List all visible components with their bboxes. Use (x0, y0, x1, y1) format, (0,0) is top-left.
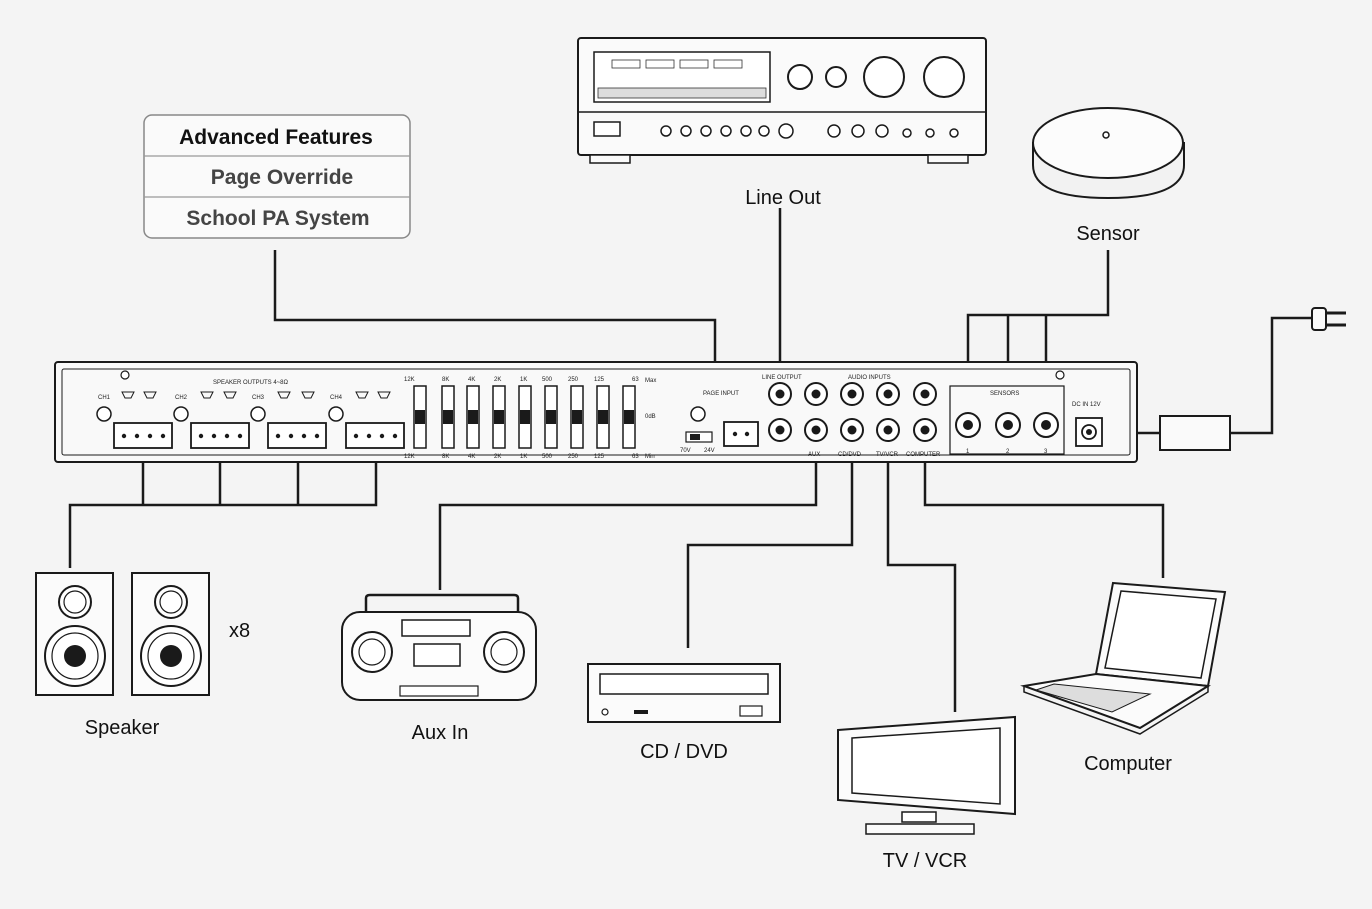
sensors-panel-label: SENSORS (990, 391, 1019, 397)
sensor-number-2: 2 (1006, 449, 1010, 455)
channel-knob-1 (96, 406, 112, 422)
eq-band-top-250: 250 (568, 377, 579, 383)
power-adapter (1159, 415, 1231, 451)
wire-cd-dvd (686, 432, 854, 648)
wire-tv-vcr (886, 432, 957, 712)
input-label-tv-vcr: TV/VCR (876, 452, 899, 458)
features-box-title: Advanced Features (179, 126, 373, 149)
eq-band-top-8k: 8K (442, 377, 449, 383)
eq-band-top-500: 500 (542, 377, 553, 383)
advanced-features-box: Advanced Features Page Override School P… (143, 114, 411, 239)
page-input-knob (690, 406, 706, 422)
aux-in-label: Aux In (412, 722, 469, 744)
eq-band-bottom-4k: 4K (468, 454, 475, 460)
sensor-number-3: 3 (1044, 449, 1048, 455)
wire-aux (438, 432, 818, 590)
eq-band-bottom-2k: 2K (494, 454, 501, 460)
tv-vcr-label: TV / VCR (883, 850, 967, 872)
receiver-knob-echo (787, 64, 813, 90)
speaker-count-label: x8 (229, 620, 250, 642)
computer-label: Computer (1084, 753, 1172, 775)
input-label-cd-dvd: CD/DVD (838, 452, 862, 458)
cd-dvd-device (587, 663, 781, 723)
eq-scale-min: Min (645, 454, 655, 460)
laptop-device (1020, 581, 1227, 735)
eq-scale-unit: 0dB (645, 414, 656, 420)
input-label-computer: COMPUTER (906, 452, 941, 458)
speaker-outputs-label: SPEAKER OUTPUTS 4~8Ω (213, 380, 289, 386)
eq-band-bottom-1k: 1K (520, 454, 527, 460)
eq-band-bottom-12k: 12K (404, 454, 415, 460)
eq-band-top-63: 63 (632, 377, 639, 383)
tv-device (837, 715, 1016, 835)
page-input-terminal (723, 421, 759, 447)
receiver-power-button (593, 121, 621, 137)
page-input-label: PAGE INPUT (703, 391, 739, 397)
channel-knob-3 (250, 406, 266, 422)
wire-power-plug (1230, 316, 1312, 435)
eq-band-bottom-500: 500 (542, 454, 553, 460)
cd-dvd-label: CD / DVD (640, 741, 728, 763)
speaker-left (35, 572, 114, 696)
wire-features-to-page-input (273, 250, 717, 392)
power-plug-icon (1311, 307, 1346, 331)
eq-band-bottom-250: 250 (568, 454, 579, 460)
voltage-70v-label: 70V (680, 448, 691, 454)
speaker-right (131, 572, 210, 696)
feature-school-pa: School PA System (186, 207, 369, 230)
channel-knob-4 (328, 406, 344, 422)
audio-inputs-label: AUDIO INPUTS (848, 375, 891, 381)
eq-slider-knobs (415, 410, 634, 424)
eq-band-top-12k: 12K (404, 377, 415, 383)
receiver-knob-music-vol (923, 56, 965, 98)
eq-band-top-2k: 2K (494, 377, 501, 383)
feature-page-override: Page Override (211, 166, 353, 189)
channel-label-3: CH3 (252, 395, 265, 401)
sensor-input-bay (949, 385, 1065, 455)
input-label-aux: AUX (808, 452, 820, 458)
speaker-label: Speaker (85, 717, 160, 739)
receiver-knob-mic-master (863, 56, 905, 98)
boombox-device (341, 593, 537, 701)
speaker-icons (121, 391, 391, 399)
channel-label-1: CH1 (98, 395, 111, 401)
wire-computer (923, 432, 1165, 578)
channel-label-2: CH2 (175, 395, 188, 401)
sensor-label: Sensor (1076, 223, 1140, 245)
eq-band-top-125: 125 (594, 377, 605, 383)
dc-in-label: DC IN 12V (1072, 402, 1101, 408)
eq-band-top-4k: 4K (468, 377, 475, 383)
channel-knob-2 (173, 406, 189, 422)
line-output-label: LINE OUTPUT (762, 375, 802, 381)
eq-band-top-1k: 1K (520, 377, 527, 383)
sensor-device (1032, 107, 1185, 200)
eq-scale-max: Max (645, 378, 656, 384)
wire-speaker-out-4 (68, 448, 378, 568)
voltage-24v-label: 24V (704, 448, 715, 454)
eq-band-bottom-125: 125 (594, 454, 605, 460)
channel-label-4: CH4 (330, 395, 343, 401)
eq-band-bottom-8k: 8K (442, 454, 449, 460)
receiver-device (577, 37, 987, 164)
receiver-knob-balance (825, 66, 847, 88)
line-out-label: Line Out (745, 187, 821, 209)
eq-band-bottom-63: 63 (632, 454, 639, 460)
sensor-number-1: 1 (966, 449, 970, 455)
mixer-rear-panel: SPEAKER OUTPUTS 4~8Ω CH1 CH2 CH3 CH4 (54, 361, 1138, 463)
